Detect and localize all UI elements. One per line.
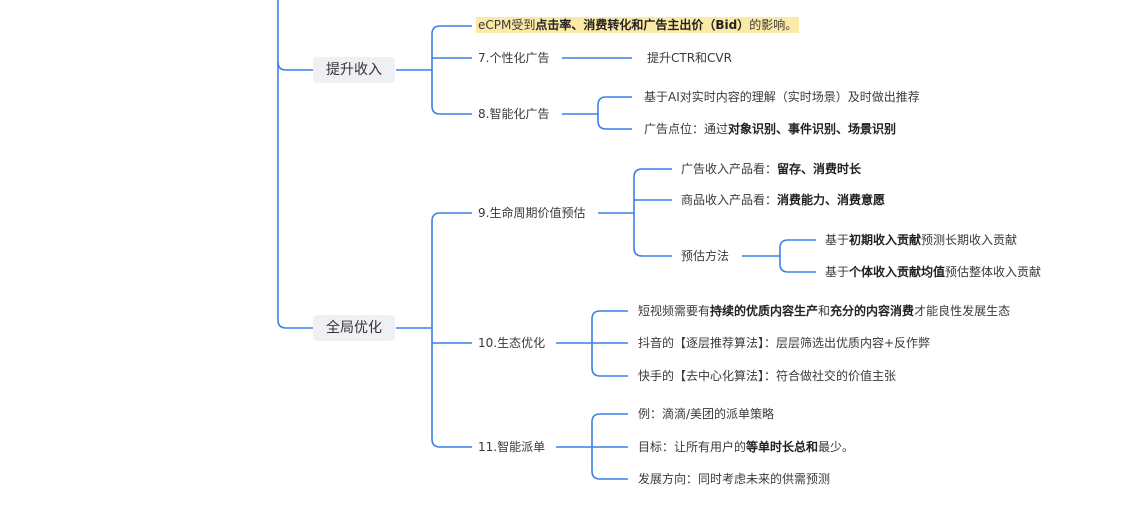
ad-prefix: 广告收入产品看：: [681, 162, 778, 176]
m1-bold: 初期收入贡献: [849, 233, 922, 247]
branch-global-optimization[interactable]: 全局优化: [313, 315, 395, 341]
item7-label[interactable]: 7.个性化广告: [478, 51, 550, 65]
item10-label[interactable]: 10.生态优化: [478, 336, 546, 350]
method-individual-mean[interactable]: 基于个体收入贡献均值预估整体收入贡献: [825, 264, 1041, 280]
method-initial-contribution[interactable]: 基于初期收入贡献预测长期收入贡献: [825, 232, 1017, 248]
method-bracket: [779, 239, 816, 273]
c1-b: 持续的优质内容生产: [710, 304, 819, 318]
item11-label[interactable]: 11.智能派单: [478, 440, 546, 454]
item9-goods-revenue[interactable]: 商品收入产品看：消费能力、消费意愿: [681, 192, 885, 208]
m2-bold: 个体收入贡献均值: [849, 265, 946, 279]
ecpm-prefix: eCPM受到: [478, 18, 536, 32]
goal-bold: 等单时长总和: [746, 440, 819, 454]
c1-a: 短视频需要有: [638, 304, 711, 318]
c1-e: 才能良性发展生态: [914, 304, 1011, 318]
item10-kuaishou-algorithm[interactable]: 快手的【去中心化算法】：符合做社交的价值主张: [638, 369, 897, 383]
item11-goal[interactable]: 目标：让所有用户的等单时长总和最少。: [638, 439, 854, 455]
goods-bold: 消费能力、消费意愿: [777, 193, 886, 207]
goods-prefix: 商品收入产品看：: [681, 193, 778, 207]
ad-bold: 留存、消费时长: [777, 162, 862, 176]
goal-suffix: 最少。: [818, 440, 855, 454]
item9-label[interactable]: 9.生命周期价值预估: [478, 206, 586, 220]
revenue-bracket: [431, 25, 472, 115]
item7-child[interactable]: 提升CTR和CVR: [647, 51, 732, 65]
item8-child-ad-slot[interactable]: 广告点位：通过对象识别、事件识别、场景识别: [644, 121, 896, 137]
root-spine: [277, 0, 313, 329]
c1-c: 和: [818, 304, 831, 318]
m1-suffix: 预测长期收入贡献: [921, 233, 1018, 247]
branch-revenue[interactable]: 提升收入: [313, 57, 395, 83]
item10-douyin-algorithm[interactable]: 抖音的【逐层推荐算法】：层层筛选出优质内容+反作弊: [638, 336, 931, 350]
item9-bracket: [633, 168, 672, 257]
ecpm-suffix: 的影响。: [749, 18, 798, 32]
ecpm-note[interactable]: eCPM受到点击率、消费转化和广告主出价（Bid）的影响。: [476, 17, 800, 33]
goal-prefix: 目标：让所有用户的: [638, 440, 747, 454]
c1-d: 充分的内容消费: [830, 304, 915, 318]
item11-example[interactable]: 例：滴滴/美团的派单策略: [638, 407, 775, 421]
item8-label[interactable]: 8.智能化广告: [478, 107, 550, 121]
item8-child-ai[interactable]: 基于AI对实时内容的理解（实时场景）及时做出推荐: [644, 90, 920, 104]
item8-child2-bold: 对象识别、事件识别、场景识别: [728, 122, 897, 136]
item8-child2-prefix: 广告点位：通过: [644, 122, 729, 136]
m1-prefix: 基于: [825, 233, 850, 247]
root-to-revenue: [277, 61, 313, 71]
m2-prefix: 基于: [825, 265, 850, 279]
ecpm-bold: 点击率、消费转化和广告主出价（Bid）: [535, 18, 750, 32]
item11-direction[interactable]: 发展方向：同时考虑未来的供需预测: [638, 472, 831, 486]
global-bracket: [431, 212, 472, 448]
item9-method[interactable]: 预估方法: [681, 249, 730, 263]
ecpm-highlight: eCPM受到点击率、消费转化和广告主出价（Bid）的影响。: [476, 17, 800, 33]
m2-suffix: 预估整体收入贡献: [945, 265, 1042, 279]
item8-bracket: [597, 96, 632, 130]
item10-content-ecosystem[interactable]: 短视频需要有持续的优质内容生产和充分的内容消费才能良性发展生态: [638, 303, 1010, 319]
item9-ad-revenue[interactable]: 广告收入产品看：留存、消费时长: [681, 161, 861, 177]
